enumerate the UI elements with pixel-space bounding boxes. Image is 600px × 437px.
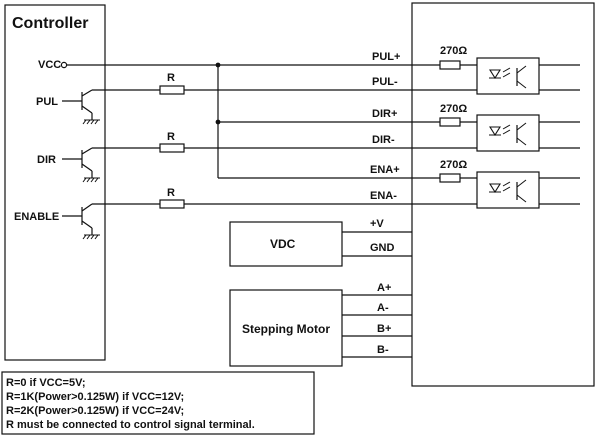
dir-ohm-label: 270Ω [440, 103, 467, 115]
ena-optocoupler-icon [476, 171, 540, 209]
vdc-box [229, 221, 343, 267]
junction-vcc [215, 62, 221, 68]
ena-minus-label: ENA- [370, 190, 397, 202]
dir-transistor-icon [62, 147, 160, 183]
dir-resistor-label: R [167, 131, 175, 143]
pul-minus-label: PUL- [372, 76, 398, 88]
vcc-terminal [60, 61, 68, 69]
ena-plus-label: ENA+ [370, 164, 400, 176]
motor-label: Stepping Motor [242, 322, 330, 336]
ena-270-resistor-icon [439, 173, 461, 183]
vcc-label: VCC [38, 59, 61, 71]
pul-resistor-icon [159, 85, 185, 95]
vdc-label: VDC [270, 237, 296, 251]
controller-box [4, 4, 106, 361]
enable-resistor-icon [159, 199, 185, 209]
dir-pin-label: DIR [37, 154, 56, 166]
motor-box [229, 289, 343, 367]
b-minus-label: B- [377, 344, 389, 356]
gnd-label: GND [370, 242, 395, 254]
dir-minus-label: DIR- [372, 134, 395, 146]
notes-box [1, 371, 315, 435]
controller-title: Controller [12, 15, 88, 32]
dir-plus-label: DIR+ [372, 108, 397, 120]
enable-resistor-label: R [167, 187, 175, 199]
note-line-1: R=0 if VCC=5V; [6, 377, 85, 389]
note-line-4: R must be connected to control signal te… [6, 419, 255, 431]
pul-plus-label: PUL+ [372, 51, 400, 63]
pul-pin-label: PUL [36, 96, 58, 108]
pul-270-resistor-icon [439, 60, 461, 70]
note-line-2: R=1K(Power>0.125W) if VCC=12V; [6, 391, 184, 403]
a-plus-label: A+ [377, 282, 391, 294]
note-line-3: R=2K(Power>0.125W) if VCC=24V; [6, 405, 184, 417]
pul-optocoupler-icon [476, 57, 540, 95]
pul-transistor-icon [62, 89, 160, 125]
vplus-label: +V [370, 218, 384, 230]
dir-optocoupler-icon [476, 114, 540, 152]
dir-resistor-icon [159, 143, 185, 153]
b-plus-label: B+ [377, 323, 391, 335]
ena-ohm-label: 270Ω [440, 159, 467, 171]
a-minus-label: A- [377, 302, 389, 314]
enable-pin-label: ENABLE [14, 211, 59, 223]
enable-transistor-icon [62, 203, 160, 240]
pul-resistor-label: R [167, 72, 175, 84]
pul-ohm-label: 270Ω [440, 45, 467, 57]
dir-270-resistor-icon [439, 117, 461, 127]
